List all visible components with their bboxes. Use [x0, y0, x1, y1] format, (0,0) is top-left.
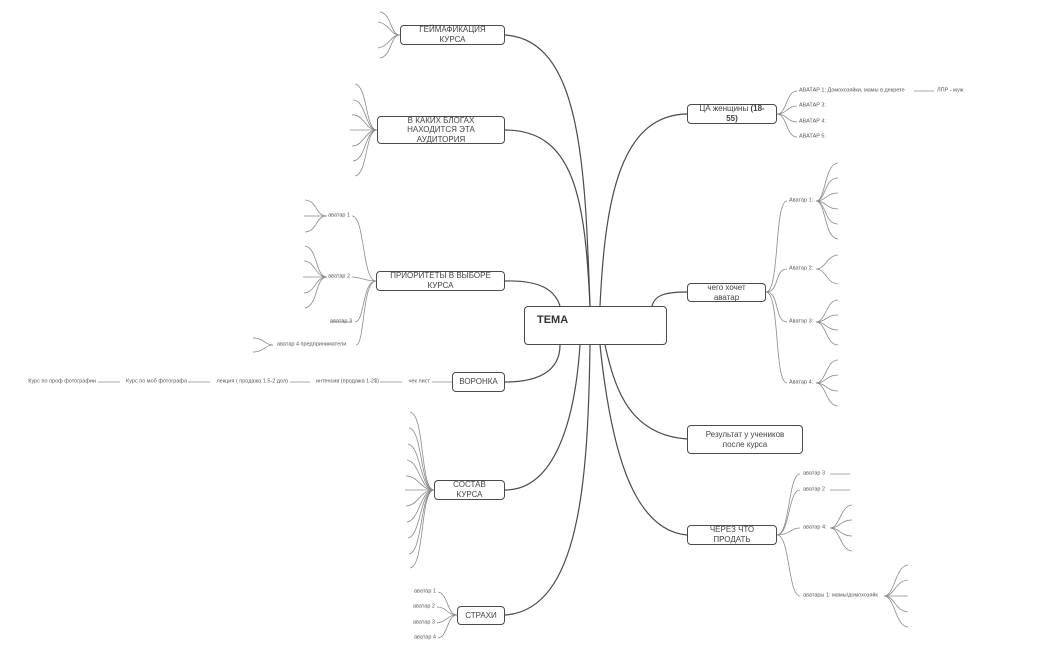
topic-label: чего хочет аватар	[707, 282, 746, 302]
subtopic-avatar[interactable]: аватар 4:	[803, 524, 827, 531]
topic-label: СОСТАВ КУРСА	[453, 480, 486, 499]
subtopic-avatar[interactable]: аватар 2	[328, 273, 351, 280]
subtopic-avatar[interactable]: Аватар 2:	[789, 265, 814, 272]
topic-priorities[interactable]: ПРИОРИТЕТЫ В ВЫБОРЕ КУРСА	[376, 271, 505, 291]
topic-funnel[interactable]: ВОРОНКА	[452, 372, 505, 392]
topic-target-audience[interactable]: ЦА женщины (18-55)	[687, 104, 777, 124]
topic-result[interactable]: Результат у учеников после курса	[687, 425, 803, 454]
topic-sell-via[interactable]: ЧЕРЕЗ ЧТО ПРОДАТЬ	[687, 525, 777, 545]
subtopic-avatar[interactable]: Аватар 4:	[789, 379, 814, 386]
topic-gamification[interactable]: ГЕЙМАФИКАЦИЯ КУРСА	[400, 25, 505, 45]
topic-label: Результат у учеников после курса	[705, 429, 785, 449]
topic-label: ВОРОНКА	[459, 377, 498, 387]
topic-blogs[interactable]: В КАКИХ БЛОГАХ НАХОДИТСЯ ЭТА АУДИТОРИЯ	[377, 116, 505, 144]
subtopic-avatar[interactable]: аватар 3	[412, 619, 435, 626]
subtopic-avatar[interactable]: аватар 2	[803, 486, 826, 493]
topic-label-age: (18-55)	[726, 104, 765, 123]
subtopic-avatar[interactable]: аватар 2	[412, 603, 435, 610]
subtopic-avatar[interactable]: аватар 4 предприниматели	[277, 341, 347, 348]
subtopic-avatar[interactable]: аватар 1	[328, 212, 351, 219]
subtopic-avatar[interactable]: АВАТАР 3:	[799, 102, 827, 109]
subtopic-avatar[interactable]: аватар 3	[330, 318, 353, 325]
funnel-step[interactable]: Курс по моб фотографа	[126, 378, 187, 385]
subtopic-avatar[interactable]: аватар 3	[803, 470, 826, 477]
topic-label: ЧЕРЕЗ ЧТО ПРОДАТЬ	[709, 525, 755, 544]
central-topic-label: ТЕМА	[537, 314, 569, 326]
subtopic-avatar[interactable]: АВАТАР 4:	[799, 118, 827, 125]
topic-fears[interactable]: СТРАХИ	[457, 606, 505, 625]
topic-label: В КАКИХ БЛОГАХ НАХОДИТСЯ ЭТА АУДИТОРИЯ	[407, 115, 475, 144]
funnel-step[interactable]: лекция ( продажа 1.5-2 дол)	[216, 378, 288, 385]
topic-label: ПРИОРИТЕТЫ В ВЫБОРЕ КУРСА	[390, 271, 491, 290]
topic-wants[interactable]: чего хочет аватар	[687, 283, 766, 302]
topic-label: ЦА женщины (18-55)	[694, 104, 770, 123]
topic-label-prefix: ЦА женщины	[699, 104, 751, 114]
funnel-step[interactable]: Курс по проф фотографии	[28, 378, 96, 385]
subtopic-avatar[interactable]: аватар 4	[413, 634, 436, 641]
central-topic[interactable]: ТЕМА	[524, 306, 667, 345]
subtopic-avatar[interactable]: аватар 1	[413, 588, 436, 595]
funnel-step[interactable]: интенсив (продажа 1-2$)	[315, 378, 379, 385]
subtopic-avatar[interactable]: аватары 1: мамы/домохозяйк	[803, 592, 878, 599]
topic-label: ГЕЙМАФИКАЦИЯ КУРСА	[419, 25, 486, 44]
subtopic-avatar[interactable]: Аватар 1:	[789, 197, 814, 204]
topic-label: СТРАХИ	[465, 610, 497, 620]
subtopic-avatar[interactable]: Аватар 3:	[789, 318, 814, 325]
subtopic-avatar[interactable]: АВАТАР 5:	[799, 133, 827, 140]
topic-composition[interactable]: СОСТАВ КУРСА	[434, 480, 505, 500]
funnel-step[interactable]: чек лист	[408, 378, 430, 385]
subtopic-avatar[interactable]: АВАТАР 1: Домохозяйки, мамы в декрете	[799, 87, 905, 94]
subtopic-decision-maker[interactable]: ЛПР - муж	[937, 87, 964, 94]
